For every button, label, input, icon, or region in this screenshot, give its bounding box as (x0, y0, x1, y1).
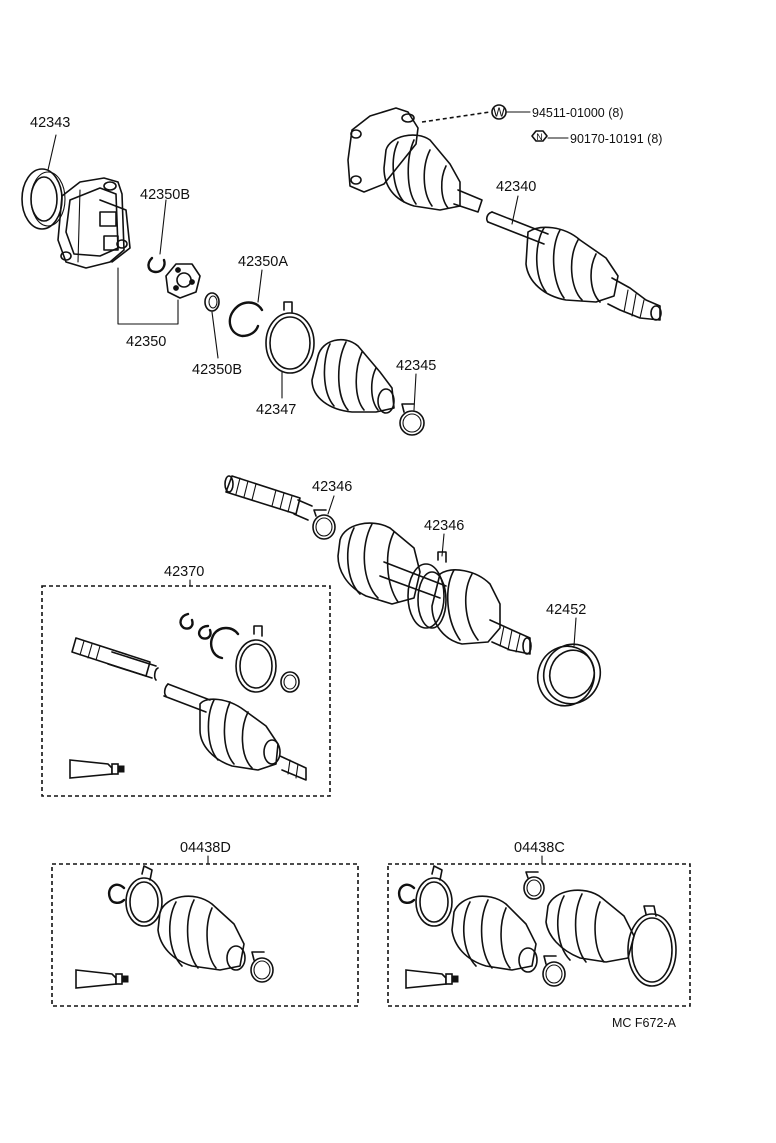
part-inboard-boot (311, 338, 395, 414)
label-42350B-bottom: 42350B (192, 362, 242, 378)
label-42452: 42452 (546, 602, 586, 618)
leader-42343 (47, 134, 57, 171)
part-tripod-spider (165, 263, 201, 299)
leader-42452 (573, 617, 577, 647)
label-42346-a: 42346 (312, 479, 352, 495)
label-94511: 94511-01000 (8) (532, 106, 624, 120)
leader-42350B-top (159, 199, 167, 255)
label-42346-b: 42346 (424, 518, 464, 534)
washer-symbol-letter: W (493, 106, 505, 120)
part-42343-seal (21, 168, 66, 230)
kit-04438C-contents (397, 865, 677, 989)
label-42370: 42370 (164, 564, 204, 580)
part-42347-boot-clamp (265, 301, 315, 374)
part-inboard-housing (57, 177, 131, 269)
label-42345: 42345 (396, 358, 436, 374)
kit-04438D-contents (75, 865, 274, 989)
leader-42350B-bottom (211, 311, 219, 359)
leader-42340 (511, 195, 519, 225)
label-42350B-top: 42350B (140, 187, 190, 203)
label-42340: 42340 (496, 179, 536, 195)
figure-code: MC F672-A (612, 1016, 677, 1030)
part-42345-clamp (399, 403, 425, 436)
leader-42346-b (441, 533, 445, 557)
leader-42345 (413, 373, 417, 411)
bracket-42350 (117, 267, 179, 325)
label-90170: 90170-10191 (8) (570, 132, 662, 146)
label-42343: 42343 (30, 115, 70, 131)
kit-box-42370 (41, 585, 331, 797)
part-42340-drive-shaft (347, 107, 662, 321)
part-42452-seal (536, 643, 602, 707)
kit-42370-contents (69, 612, 307, 781)
label-42350A: 42350A (238, 254, 288, 270)
nut-symbol-icon (531, 130, 548, 142)
label-04438D: 04438D (180, 840, 231, 856)
part-42346-clamp-a (312, 509, 336, 540)
part-42350A-snap-ring (228, 301, 264, 338)
part-42350B-bottom-ring (204, 292, 220, 312)
leader-94511-dashed (421, 111, 491, 123)
kit-box-04438C (387, 863, 691, 1007)
leader-42346-a (327, 495, 335, 515)
leader-42350A (257, 269, 263, 303)
label-42347: 42347 (256, 402, 296, 418)
part-42350B-top-circlip (147, 256, 166, 274)
nut-symbol-letter: N (536, 132, 543, 142)
part-splined-shaft (224, 475, 313, 521)
label-42350: 42350 (126, 334, 166, 350)
label-04438C: 04438C (514, 840, 565, 856)
part-42346-boot-assembly (337, 522, 532, 655)
